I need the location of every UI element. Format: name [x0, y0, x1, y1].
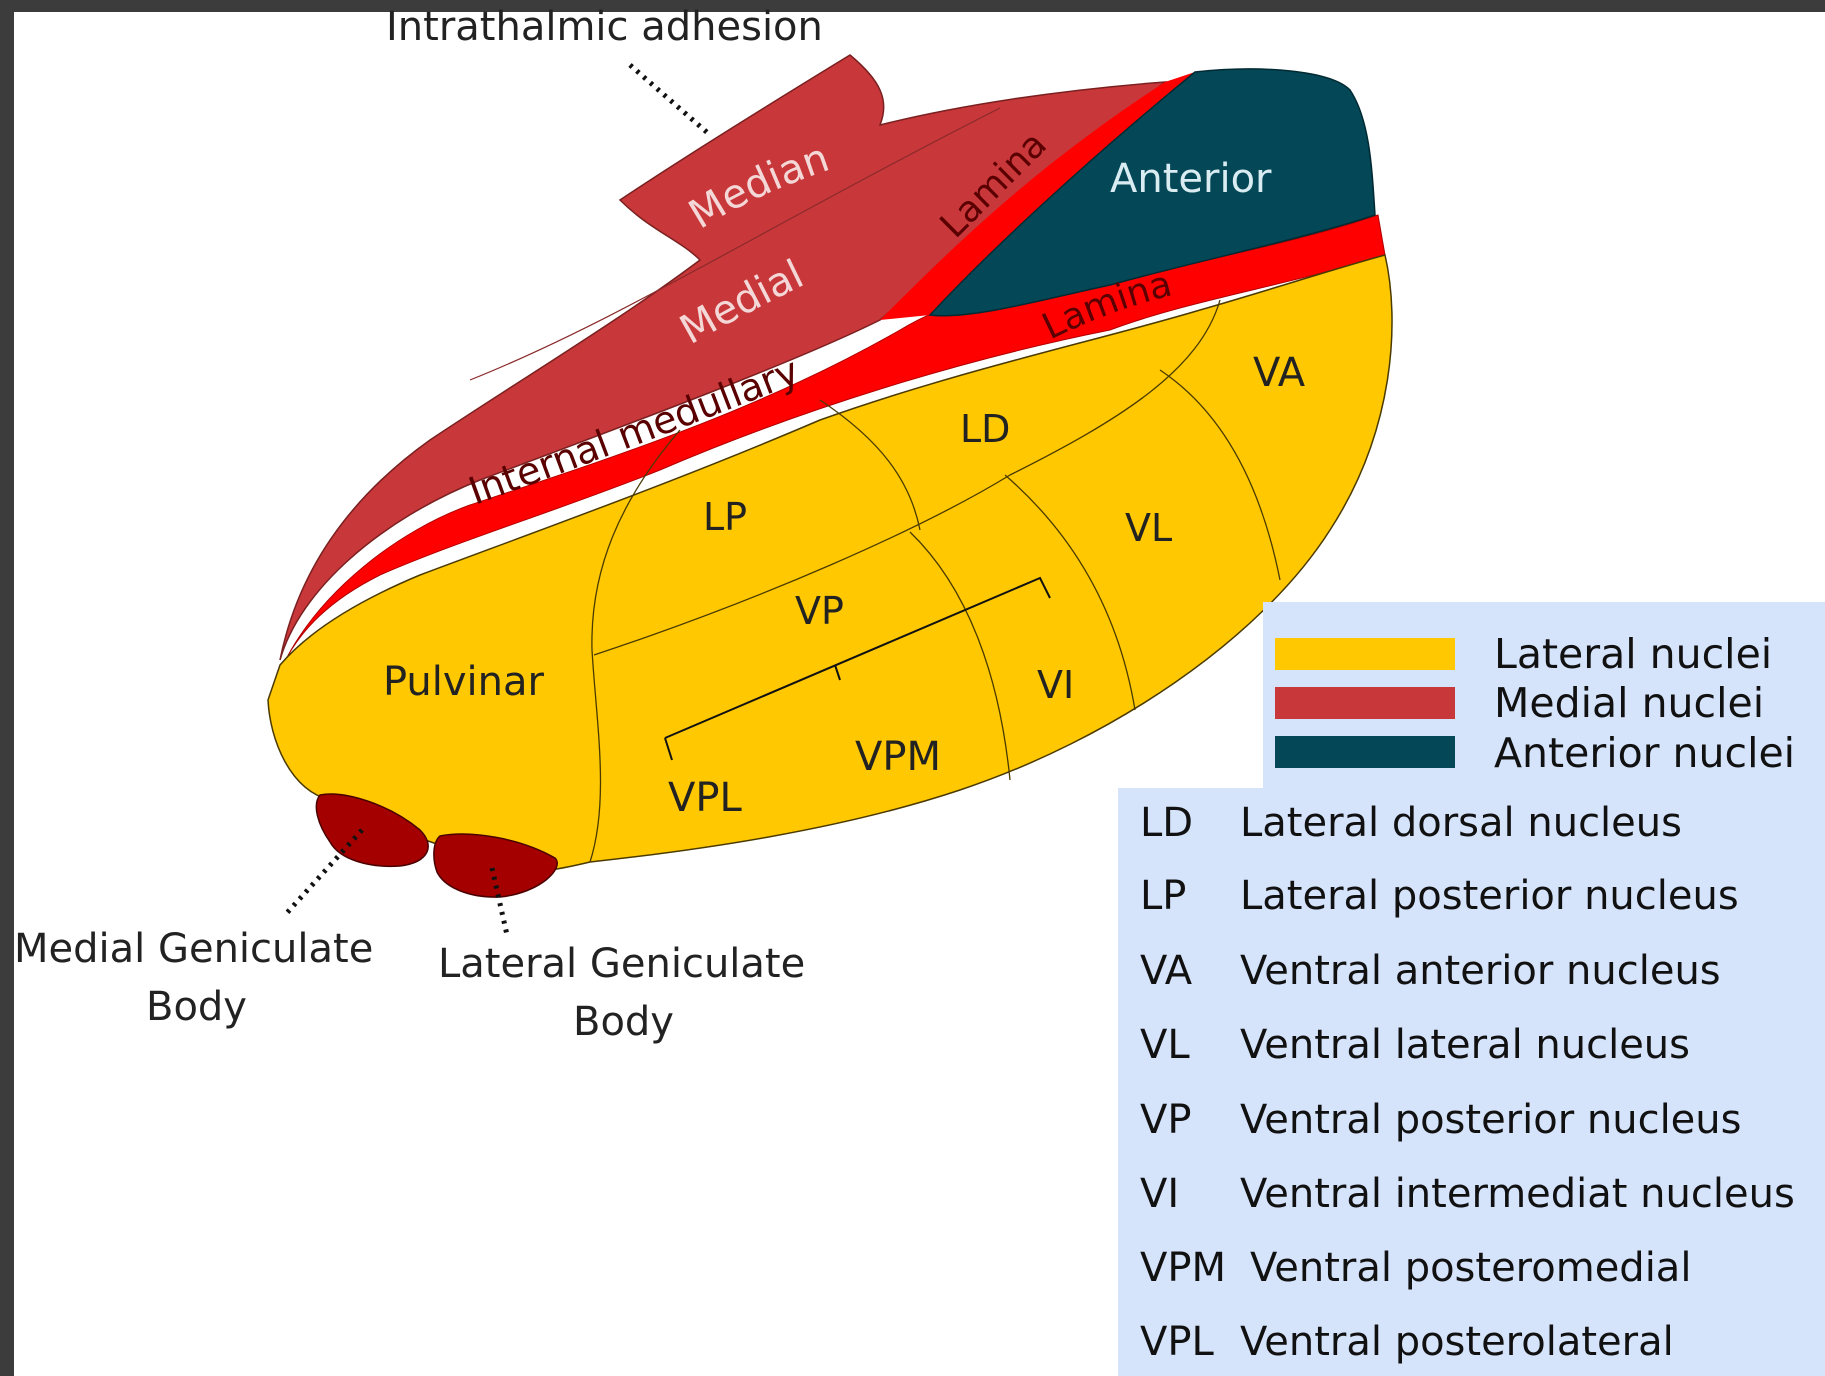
legend-swatch-lateral: [1275, 638, 1455, 670]
internal-medullary-lamina: [282, 214, 1386, 666]
lp-vp-boundary: [593, 299, 1221, 656]
legend-label-lateral: Lateral nuclei: [1494, 630, 1773, 678]
abbr-va: VA: [1140, 948, 1193, 994]
abbr-vpl-desc: Ventral posterolateral: [1240, 1319, 1674, 1365]
legend-label-medial: Medial nuclei: [1494, 679, 1765, 727]
abbr-vpm: VPM: [1140, 1245, 1226, 1291]
anterior-nuclei-region: [928, 68, 1376, 317]
legend-swatch-medial: [1275, 687, 1455, 719]
abbr-ld-desc: Lateral dorsal nucleus: [1240, 800, 1682, 846]
abbr-vl-desc: Ventral lateral nucleus: [1240, 1022, 1690, 1068]
abbr-vp: VP: [1140, 1097, 1192, 1143]
medial-nuclei-region: [279, 54, 1168, 661]
lateral-nuclei-region: [267, 254, 1393, 871]
abbr-va-desc: Ventral anterior nucleus: [1240, 948, 1721, 994]
lp-label: LP: [703, 495, 747, 539]
medial-geniculate-leader: [283, 828, 364, 917]
lateral-geniculate-label-line1: Lateral Geniculate: [438, 941, 805, 987]
ld-label: LD: [960, 407, 1010, 451]
pulvinar-label: Pulvinar: [383, 659, 545, 705]
vl-vi-boundary: [1004, 474, 1136, 711]
abbr-lp: LP: [1140, 873, 1187, 919]
vp-bracket: [664, 576, 1051, 761]
lateral-geniculate-body: [433, 833, 558, 898]
abbr-lp-desc: Lateral posterior nucleus: [1240, 873, 1739, 919]
legend-swatch-anterior: [1275, 736, 1455, 768]
va-label: VA: [1253, 350, 1306, 396]
vpl-label: VPL: [668, 775, 742, 821]
vpm-label: VPM: [855, 734, 941, 780]
abbr-vpl: VPL: [1140, 1319, 1214, 1365]
medial-geniculate-body: [315, 793, 429, 868]
legend-label-anterior: Anterior nuclei: [1494, 729, 1796, 777]
vp-vi-boundary: [909, 531, 1011, 781]
medial-geniculate-label-line1: Medial Geniculate: [14, 926, 373, 972]
abbr-ld: LD: [1140, 800, 1194, 846]
medial-geniculate-label-line2: Body: [146, 984, 247, 1030]
abbr-vp-desc: Ventral posterior nucleus: [1240, 1097, 1742, 1143]
adhesion-leader: [628, 63, 712, 137]
abbr-vi-desc: Ventral intermediat nucleus: [1240, 1171, 1795, 1217]
vl-label: VL: [1125, 506, 1172, 550]
pulvinar-boundary: [589, 429, 681, 863]
intrathalmic-adhesion-label: Intrathalmic adhesion: [386, 4, 823, 50]
leader-lines: [283, 63, 712, 936]
legend-panel-bottom: [1118, 788, 1825, 1376]
upper-lamina: [880, 72, 1195, 320]
abbr-vpm-desc: Ventral posteromedial: [1250, 1245, 1692, 1291]
lateral-geniculate-leader: [489, 867, 510, 936]
median-medial-divider: [469, 107, 1001, 381]
lateral-subdivisions: [589, 299, 1281, 863]
anterior-label: Anterior: [1110, 156, 1272, 202]
abbr-vl: VL: [1140, 1022, 1190, 1068]
lateral-geniculate-label-line2: Body: [573, 999, 674, 1045]
vp-label: VP: [795, 589, 844, 633]
vi-label: VI: [1037, 663, 1074, 707]
ld-va-boundary: [1159, 369, 1281, 581]
lp-ld-boundary: [819, 399, 921, 531]
abbr-vi: VI: [1140, 1171, 1180, 1217]
